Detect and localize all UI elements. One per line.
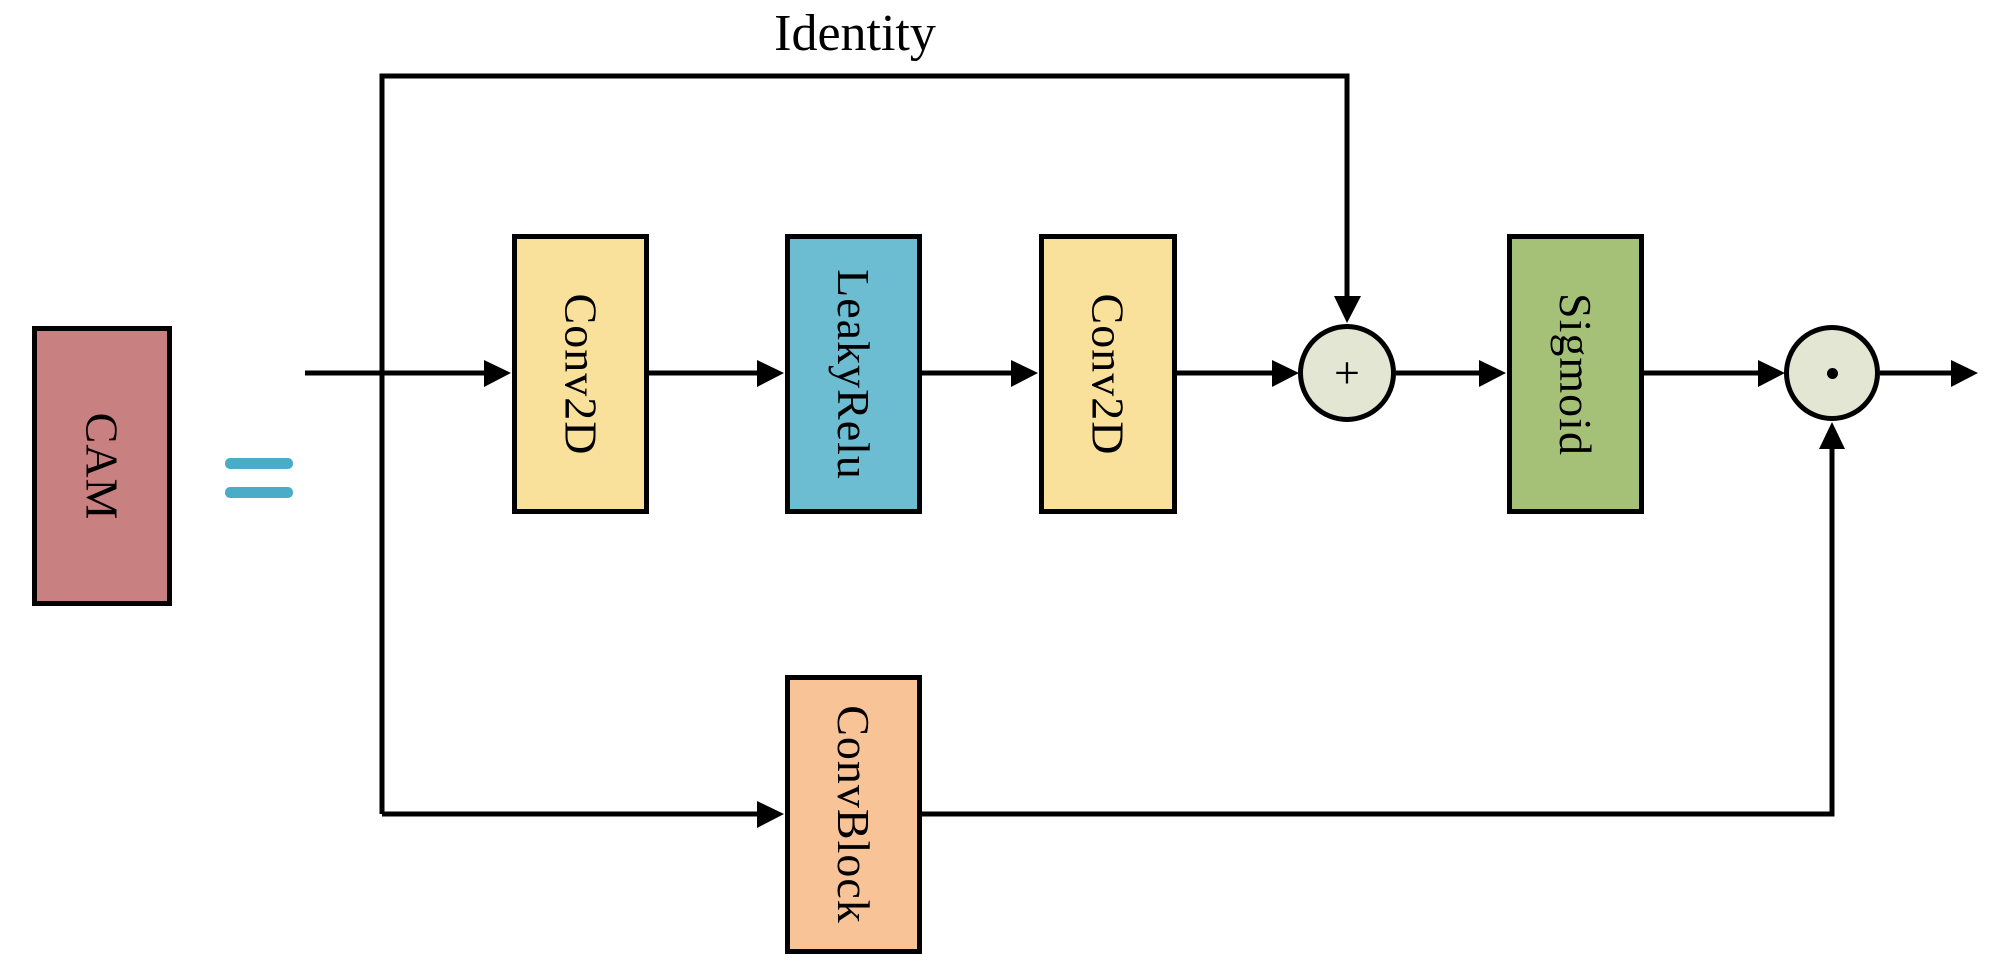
cam-module-box: CAM [32,326,172,606]
node-leakyrelu-label: LeakyRelu [828,268,879,480]
arrowhead-into-conv2 [1011,360,1038,387]
node-convblock: ConvBlock [785,675,922,954]
node-sigmoid: Sigmoid [1507,234,1644,514]
cam-module-label: CAM [76,412,128,520]
node-convblock-label: ConvBlock [828,705,879,924]
arrowhead-up-into-multiply [1819,422,1845,449]
edge-identity-skip [379,73,1350,814]
arrowhead-into-convblock [757,801,784,828]
equals-bar-bottom [225,487,293,498]
node-multiply [1784,325,1880,421]
node-conv2d-1-label: Conv2D [555,293,606,455]
arrowhead-into-add [1272,360,1299,387]
node-conv2d-1: Conv2D [512,234,649,514]
node-leakyrelu: LeakyRelu [785,234,922,514]
equals-bar-top [225,458,293,469]
arrowhead-into-sigmoid [1479,360,1506,387]
arrowhead-into-leaky [757,360,784,387]
edge-convblock-multiply [922,449,1835,817]
node-sigmoid-label: Sigmoid [1550,292,1601,456]
node-add: + [1298,324,1396,422]
arrowhead-into-multiply [1758,360,1785,387]
arrowhead-into-conv1 [484,360,511,387]
node-conv2d-2-label: Conv2D [1082,293,1134,455]
arrowhead-identity-into-add [1334,296,1361,323]
identity-label: Identity [774,5,936,62]
dot-symbol [1826,367,1838,379]
node-conv2d-2: Conv2D [1039,234,1177,514]
plus-symbol: + [1334,347,1360,398]
arrowhead-output [1951,360,1978,387]
